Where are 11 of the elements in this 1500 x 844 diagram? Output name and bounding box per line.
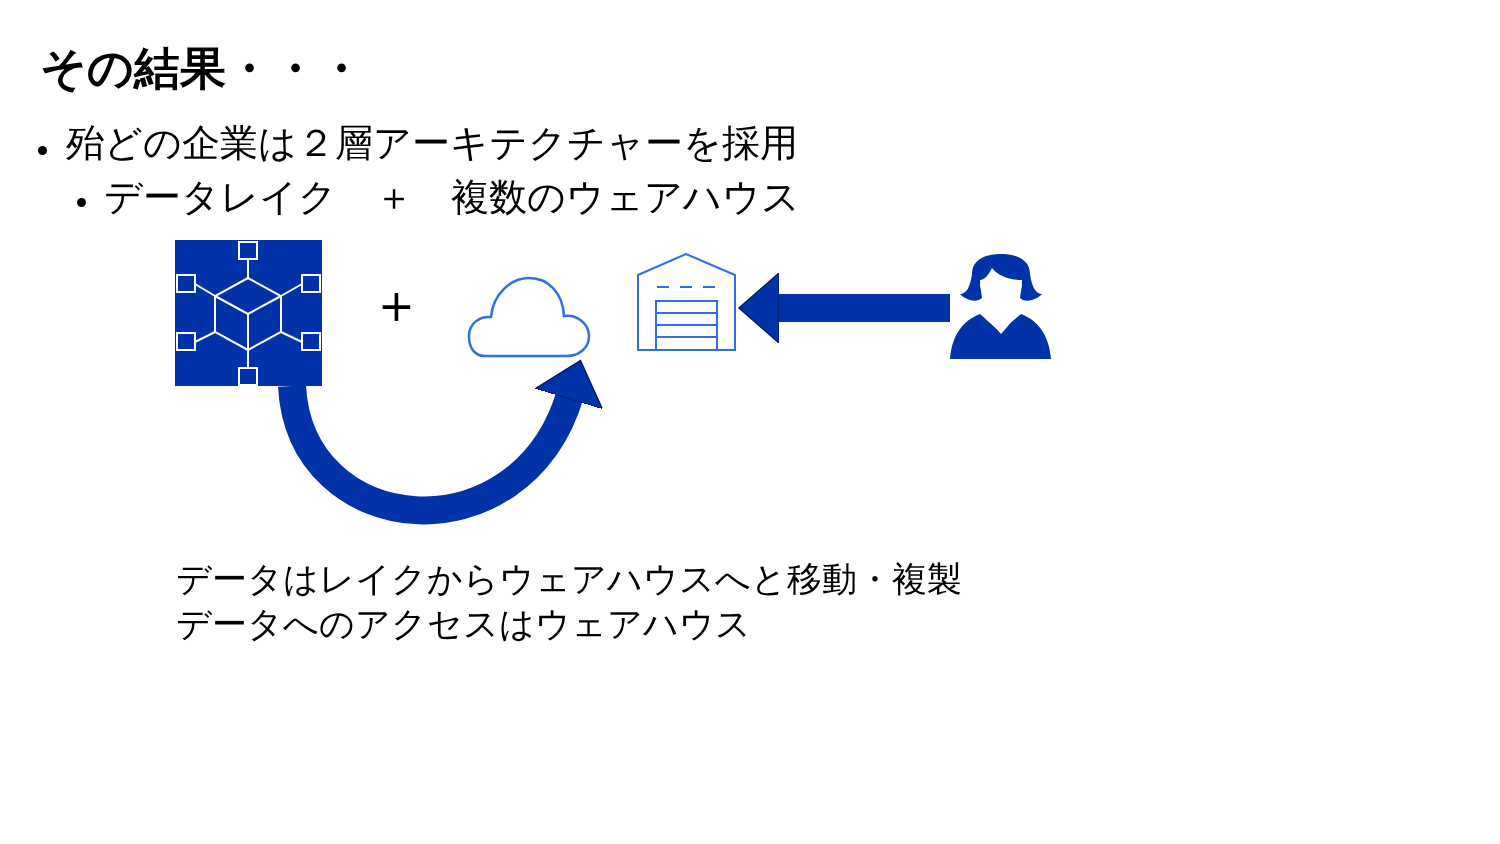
description-text: データへのアクセスはウェアハウス [176,603,751,646]
plus-sign: + [378,280,415,332]
bullet-text: 殆どの企業は２層アーキテクチャーを採用 [66,120,798,166]
data-lake-icon [175,240,322,386]
description-text: データはレイクからウェアハウスへと移動・複製 [176,558,962,601]
warehouse-icon [637,253,736,351]
arrow [738,272,950,344]
person-icon [950,254,1051,359]
bullet-text: データレイク ＋ 複数のウェアハウス [104,174,800,220]
cloud-icon [467,276,591,358]
slide-title: その結果・・・ [40,40,364,96]
